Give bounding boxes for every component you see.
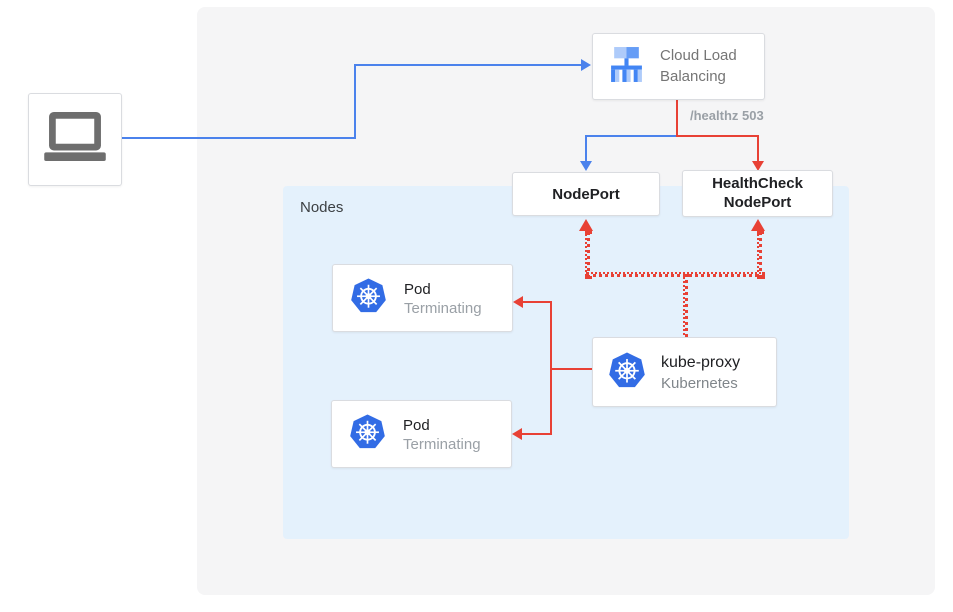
- pod2-title: Pod: [403, 416, 430, 434]
- healthcheck-label-line1: HealthCheck: [712, 174, 803, 192]
- cloud-load-balancing-box: Cloud Load Balancing: [592, 33, 765, 100]
- nodes-container-label: Nodes: [300, 199, 344, 216]
- cloud-load-balancing-icon: [608, 46, 645, 87]
- pod1-box: Pod Terminating: [332, 264, 513, 332]
- edge-kubeproxy-stem: [551, 368, 592, 370]
- edge-split-blue: [585, 135, 676, 137]
- edge-split-red: [676, 135, 758, 137]
- edge-clb-drop: [676, 100, 678, 136]
- kubernetes-icon: [608, 351, 646, 394]
- edge-dotted-to-healthcheck: [757, 231, 762, 279]
- arrowhead-into-nodeport: [580, 161, 592, 171]
- laptop-icon: [44, 112, 106, 167]
- arrowhead-into-healthcheck: [752, 161, 764, 171]
- kube-proxy-box: kube-proxy Kubernetes: [592, 337, 777, 407]
- arrowhead-dotted-into-healthcheck: [751, 219, 765, 231]
- kube-proxy-subtitle: Kubernetes: [661, 374, 738, 392]
- edge-client-clb-segment: [354, 64, 356, 139]
- healthcheck-nodeport-box: HealthCheck NodePort: [682, 170, 833, 217]
- pod1-title: Pod: [404, 280, 431, 298]
- edge-kubeproxy-trunk: [550, 301, 552, 435]
- kube-proxy-title: kube-proxy: [661, 354, 741, 372]
- edge-to-pod2: [522, 433, 552, 435]
- arrowhead-into-pod2: [512, 428, 522, 440]
- edge-dotted-cross: [586, 272, 765, 277]
- pod1-status: Terminating: [404, 300, 482, 318]
- arrowhead-into-clb: [581, 59, 591, 71]
- edge-to-nodeport: [585, 135, 587, 162]
- healthcheck-label-line2: NodePort: [723, 193, 792, 211]
- client-box: [28, 93, 122, 186]
- edge-to-pod1: [523, 301, 552, 303]
- pod2-status: Terminating: [403, 436, 481, 454]
- arrowhead-into-pod1: [513, 296, 523, 308]
- cloud-load-balancing-label: Cloud Load Balancing: [660, 47, 737, 85]
- nodeport-box: NodePort: [512, 172, 660, 216]
- edge-to-healthcheck: [757, 135, 759, 162]
- healthz-label: /healthz 503: [690, 108, 764, 123]
- arrowhead-dotted-into-nodeport: [579, 219, 593, 231]
- pod2-box: Pod Terminating: [331, 400, 512, 468]
- edge-dotted-kubeproxy-up: [683, 274, 688, 343]
- edge-client-clb-segment: [122, 137, 355, 139]
- edge-client-clb-segment: [355, 64, 582, 66]
- kubernetes-icon: [349, 413, 386, 455]
- nodeport-label: NodePort: [552, 185, 620, 203]
- edge-dotted-to-nodeport: [585, 231, 590, 279]
- kubernetes-icon: [350, 277, 387, 319]
